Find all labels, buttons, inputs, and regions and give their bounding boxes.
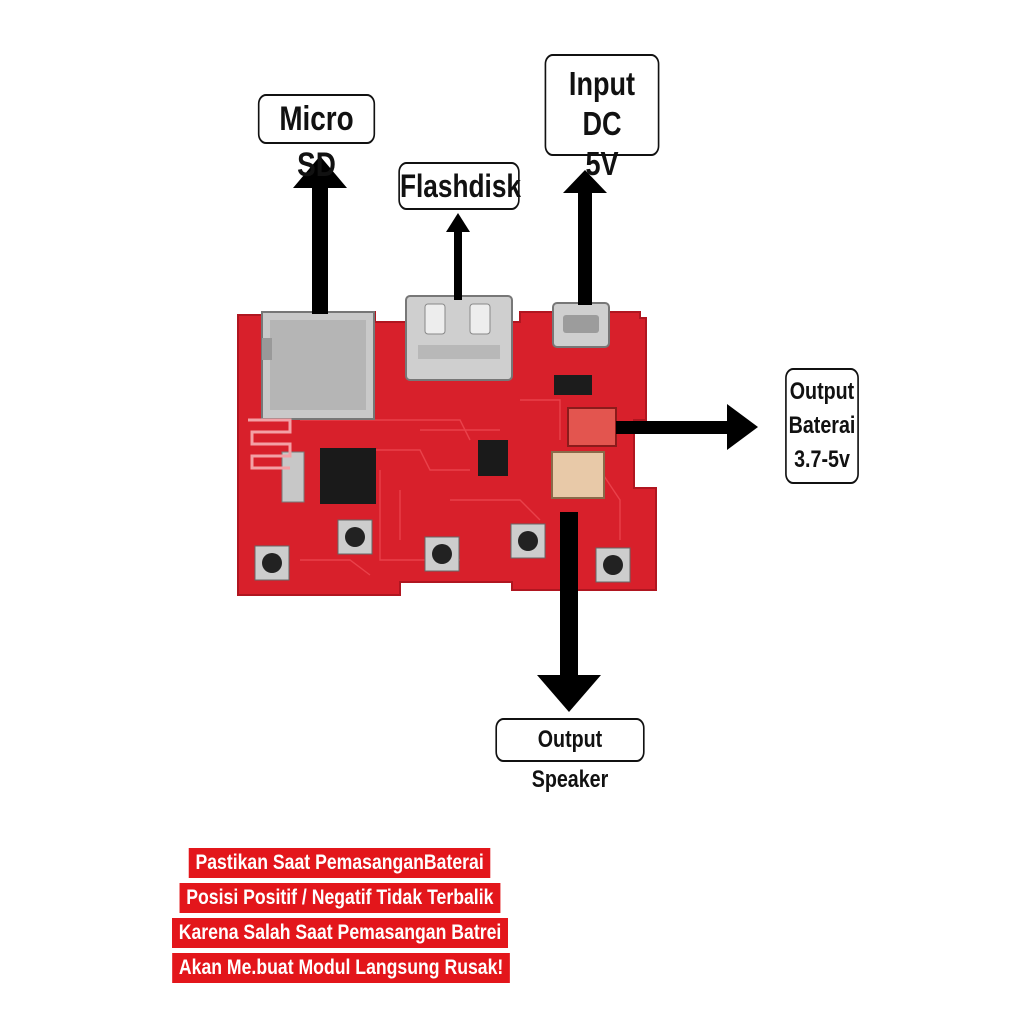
label-input-dc: Input DC 5V — [544, 54, 660, 182]
main-chip — [320, 448, 376, 504]
diode — [554, 375, 592, 395]
label-output-baterai-line1: Output — [789, 378, 855, 405]
push-button-3 — [424, 536, 460, 572]
push-button-5 — [595, 547, 631, 583]
antenna-trace — [248, 418, 292, 470]
label-output-baterai-line2: Baterai — [788, 412, 856, 439]
label-micro-sd: Micro SD — [257, 94, 376, 184]
label-flashdisk-text: Flashdisk — [399, 168, 521, 204]
warning-line-2: Posisi Positif / Negatif Tidak Terbalik — [179, 883, 501, 913]
arrow-output-speaker — [537, 512, 601, 712]
crystal — [281, 451, 305, 503]
arrow-flashdisk — [446, 213, 470, 300]
label-output-speaker-text: Output Speaker — [531, 726, 609, 793]
amp-chip — [478, 440, 508, 476]
label-output-speaker: Output Speaker — [495, 718, 645, 793]
arrow-output-baterai — [616, 404, 758, 450]
label-micro-sd-text: Micro SD — [279, 100, 354, 184]
warning-line-4: Akan Me.buat Modul Langsung Rusak! — [172, 953, 511, 983]
battery-connector — [567, 407, 617, 447]
label-input-dc-line2: 5V — [585, 145, 619, 182]
micro-usb-port — [552, 302, 610, 348]
arrow-input-dc — [563, 170, 607, 305]
push-button-4 — [510, 523, 546, 559]
label-flashdisk: Flashdisk — [398, 162, 521, 210]
label-input-dc-line1: Input DC — [568, 65, 636, 142]
speaker-connector — [551, 451, 605, 499]
warning-line-3: Karena Salah Saat Pemasangan Batrei — [172, 918, 509, 948]
arrows — [293, 156, 758, 712]
push-buttons — [254, 519, 631, 583]
warning-box: Pastikan Saat PemasanganBaterai Posisi P… — [140, 848, 540, 988]
warning-line-1: Pastikan Saat PemasanganBaterai — [189, 848, 491, 878]
micro-sd-slot — [261, 311, 375, 420]
push-button-2 — [337, 519, 373, 555]
label-output-baterai: Output Baterai 3.7-5v — [785, 368, 859, 484]
usb-a-port — [405, 295, 513, 381]
label-output-baterai-line3: 3.7-5v — [794, 446, 850, 473]
push-button-1 — [254, 545, 290, 581]
arrow-micro-sd — [293, 156, 347, 314]
